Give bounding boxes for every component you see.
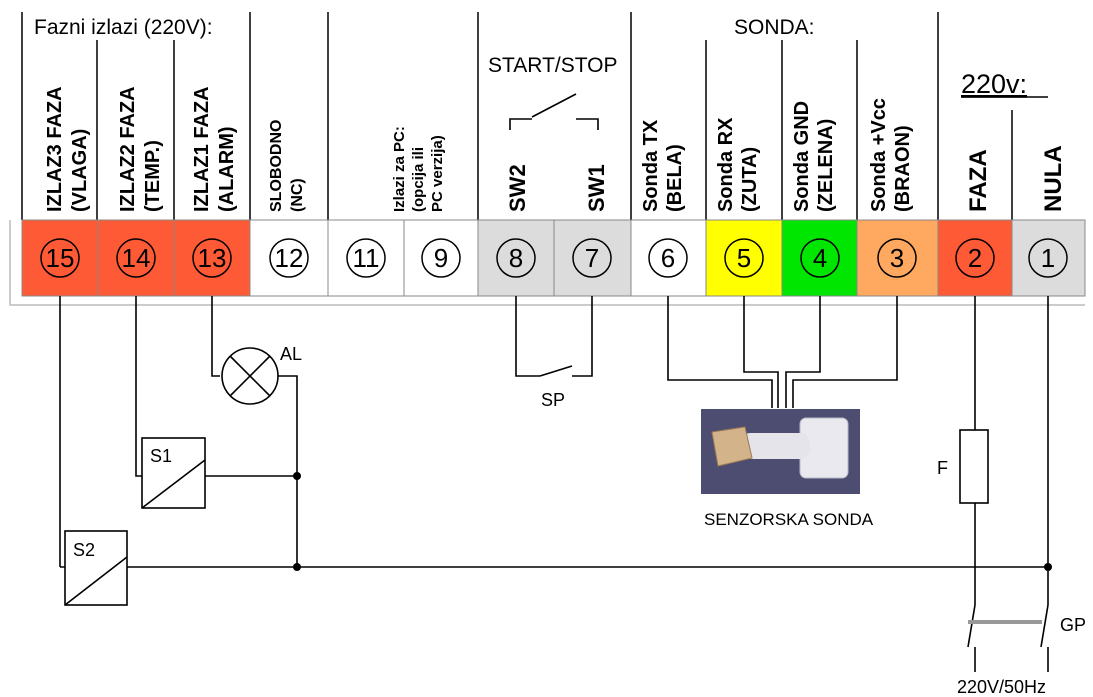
label-f: F	[937, 458, 948, 478]
terminal-9[interactable]	[403, 219, 479, 297]
label-slobodno-line2: (NC)	[289, 178, 306, 212]
terminal-number: 1	[1041, 243, 1055, 273]
label-izlaz3-line2: (VLAGA)	[69, 129, 91, 212]
label-sonda-gnd-line1: Sonda GND	[791, 101, 813, 212]
label-s1: S1	[150, 446, 172, 466]
terminal-7[interactable]	[553, 219, 632, 297]
terminal-13[interactable]	[173, 219, 251, 297]
s2-relay-icon	[64, 530, 128, 606]
terminal-number: 13	[198, 243, 227, 273]
label-sw2: SW2	[505, 164, 530, 212]
terminal-6[interactable]	[630, 219, 707, 297]
wiring	[59, 296, 1052, 672]
label-nula: NULA	[1040, 145, 1067, 212]
alarm-lamp-icon	[221, 347, 279, 405]
column-dividers	[21, 12, 1013, 220]
label-sw1: SW1	[584, 164, 609, 212]
terminal-12[interactable]	[249, 219, 329, 297]
label-sonda-rx-line1: Sonda RX	[715, 117, 737, 212]
terminal-number: 9	[434, 243, 448, 273]
terminal-number: 14	[122, 243, 151, 273]
terminal-1[interactable]	[1011, 219, 1086, 297]
label-sp: SP	[541, 390, 565, 410]
column-labels: IZLAZ3 FAZA (VLAGA) IZLAZ2 FAZA (TEMP.) …	[44, 86, 1067, 212]
terminal-number: 15	[46, 243, 75, 273]
terminal-2[interactable]	[937, 219, 1013, 297]
label-sonda-vcc-line1: Sonda +Vcc	[868, 98, 890, 212]
label-sonda-rx-line2: (ZUTA)	[739, 147, 761, 212]
label-s2: S2	[73, 540, 95, 560]
terminal-number: 7	[585, 243, 599, 273]
label-sonda-tx-line2: (BELA)	[664, 144, 686, 212]
header-fazni-izlazi: Fazni izlazi (220V):	[34, 16, 213, 39]
label-slobodno-line1: SLOBODNO	[268, 120, 285, 212]
label-pc-line2: (opcija ili	[410, 147, 427, 212]
header-sonda: SONDA:	[734, 16, 815, 39]
s1-relay-icon	[141, 437, 206, 509]
terminal-14[interactable]	[97, 219, 175, 297]
label-sonda-tx-line1: Sonda TX	[640, 119, 662, 212]
strip-outline	[9, 220, 1085, 306]
terminal-number: 4	[813, 243, 827, 273]
fuse-icon	[959, 429, 989, 504]
label-al: AL	[280, 344, 302, 364]
terminal-8[interactable]	[477, 219, 555, 297]
label-izlaz3-line1: IZLAZ3 FAZA	[44, 86, 66, 212]
label-senzorska-sonda: SENZORSKA SONDA	[704, 510, 874, 529]
terminal-number: 5	[737, 243, 751, 273]
terminal-11[interactable]	[327, 219, 405, 297]
header-220v: 220v:	[961, 69, 1027, 99]
label-izlaz1-line2: (ALARM)	[216, 126, 238, 212]
label-izlaz2-line1: IZLAZ2 FAZA	[117, 86, 139, 212]
label-mains: 220V/50Hz	[957, 677, 1046, 697]
terminal-number: 8	[509, 243, 523, 273]
label-pc-line1: Izlazi za PC:	[391, 126, 408, 212]
label-gp: GP	[1060, 615, 1086, 635]
label-izlaz2-line2: (TEMP.)	[142, 140, 164, 212]
label-izlaz1-line1: IZLAZ1 FAZA	[191, 86, 213, 212]
terminal-number: 3	[890, 243, 904, 273]
terminal-15[interactable]	[21, 219, 99, 297]
label-sonda-gnd-line2: (ZELENA)	[815, 119, 837, 212]
terminal-5[interactable]	[705, 219, 783, 297]
terminal-number: 12	[275, 243, 304, 273]
label-sonda-vcc-line2: (BRAON)	[892, 125, 914, 212]
start-stop-switch-symbol	[509, 93, 599, 130]
terminal-number: 11	[353, 243, 380, 273]
terminal-number: 6	[661, 243, 675, 273]
sensor-probe-image	[701, 409, 860, 494]
terminal-strip: 15 14 13 12 11 9 8 7 6 5 4 3 2 1	[21, 219, 1086, 297]
terminal-number: 2	[968, 243, 982, 273]
label-pc-line3: PC verzija)	[429, 135, 446, 212]
label-faza: FAZA	[965, 149, 992, 212]
header-start-stop: START/STOP	[488, 54, 618, 77]
